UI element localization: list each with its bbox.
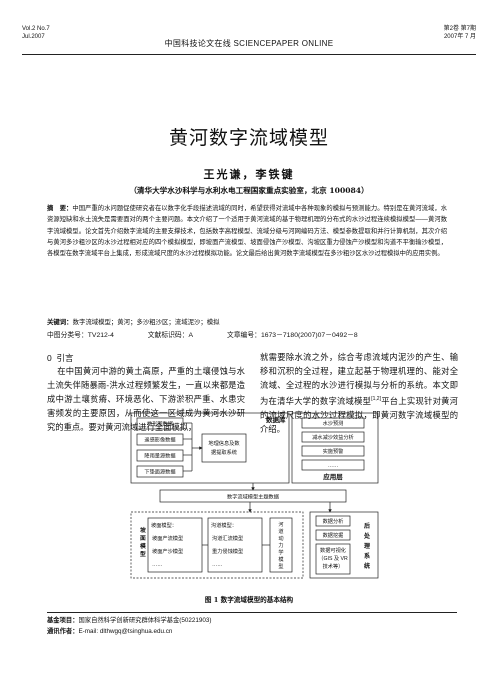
parallel-3: 动	[278, 535, 283, 542]
post-box-3	[315, 543, 351, 575]
app-label-4: ……	[328, 463, 338, 469]
post-v-2: 处	[363, 532, 371, 540]
authors: 王光谦，李铁键	[203, 168, 295, 181]
app-label-3: 实施预警	[323, 447, 344, 455]
database-title: 数据库	[266, 415, 286, 424]
gully-item-3: ……	[212, 562, 222, 568]
keywords-text: 数字流域模型；黄河；多沙粗沙区；流域泥沙；模拟	[72, 319, 220, 326]
post-label-2: 数据挖掘	[323, 531, 344, 539]
parallel-2: 道	[278, 527, 283, 535]
gis-label-2: 据提取系统	[211, 448, 237, 456]
keywords: 关键词：数字流域模型；黄河；多沙粗沙区；流域泥沙；模拟	[47, 317, 447, 326]
clc-number: 中图分类号：TV212-4	[47, 332, 114, 339]
slope-item-3: ……	[152, 562, 162, 568]
abstract-text: 中国严重的水问题促使研究者在以数字化手段描述流域的同时，希望获得对流域中各种现象…	[47, 205, 448, 258]
input-box-2	[136, 433, 184, 446]
input-label-1: 地形图数据	[147, 420, 173, 428]
document-code: 文献标识码：A	[147, 332, 194, 339]
contact-email: E-mail: dlthwgq@tsinghua.edu.cn	[78, 628, 173, 635]
section-number: 0	[47, 353, 52, 363]
slope-v-2: 面	[140, 534, 146, 542]
input-box-4	[136, 465, 184, 478]
theme-db-label: 数字流域模型主题数据	[227, 493, 279, 501]
abstract-label: 摘 要：	[47, 205, 73, 212]
gis-box	[201, 433, 247, 463]
slope-title: 坡面模型：	[151, 521, 177, 529]
parallel-5: 学	[278, 548, 283, 556]
structure-diagram: 地形图数据 遥感影像数据 降雨量源数据 下垫面源数据 地理信息及数 据提取系统 …	[130, 412, 379, 579]
funding-text: 国家自然科学创新研究群体科学基金(50221903)	[78, 617, 212, 624]
section-title: 引言	[56, 353, 74, 363]
volume-cn: 第2卷 第7期	[443, 26, 476, 32]
parallel-4: 力	[278, 541, 283, 549]
paper-title: 黄河数字流域模型	[168, 127, 329, 149]
date-en: Jul.2007	[22, 33, 45, 40]
article-number: 文章编号：1673－7180(2007)07－0492－8	[226, 332, 358, 339]
slope-item-1: 坡面产流模型	[152, 534, 183, 542]
app-panel	[291, 412, 379, 484]
app-box-1	[301, 417, 365, 429]
database-panel	[130, 412, 290, 484]
gully-item-1: 沟道汇流模型	[212, 534, 243, 542]
app-label-2: 减水减沙效益分析	[312, 433, 354, 441]
app-box-3	[301, 445, 365, 457]
input-label-3: 降雨量源数据	[144, 452, 175, 460]
classification-line: 中图分类号：TV212-4 文献标识码：A 文章编号：1673－7180(200…	[47, 329, 457, 339]
keywords-label: 关键词：	[47, 319, 73, 326]
post-v-3: 理	[364, 542, 370, 550]
figure-1: 地形图数据 遥感影像数据 降雨量源数据 下垫面源数据 地理信息及数 据提取系统 …	[130, 412, 380, 580]
model-panel	[130, 511, 304, 579]
input-label-4: 下垫面源数据	[144, 468, 175, 476]
parallel-1: 河	[278, 520, 283, 528]
post-box-1	[315, 515, 351, 527]
post-label-3: 数据可视化	[320, 546, 346, 554]
funding-label: 基金项目：	[47, 617, 79, 624]
app-box-2	[301, 431, 365, 443]
body-right-text-pre: 就需要除水流之外，综合考虑流域内泥沙的产生、输移和沉积的全过程，建立起基于物理机…	[260, 352, 458, 406]
post-label-4: （GIS 及 VR	[318, 555, 348, 562]
input-box-3	[136, 449, 184, 462]
header-right: 第2卷 第7期 2007年 7 月	[444, 26, 476, 41]
post-v-4: 系	[364, 552, 370, 560]
footnote: 基金项目：国家自然科学创新研究群体科学基金(50221903) 通讯作者：E-m…	[47, 612, 457, 637]
slope-v-3: 模	[140, 542, 146, 550]
body-right-column: 就需要除水流之外，综合考虑流域内泥沙的产生、输移和沉积的全过程，建立起基于物理机…	[260, 350, 458, 436]
volume-en: Vol.2 No.7	[22, 26, 50, 32]
contact-label: 通讯作者：	[47, 628, 79, 635]
date-cn: 2007年 7 月	[443, 33, 476, 40]
gully-title: 沟道模型：	[211, 521, 237, 529]
post-v-1: 后	[364, 522, 370, 530]
gis-label-1: 地理信息及数	[208, 439, 240, 447]
post-box-2	[315, 529, 351, 541]
post-v-5: 统	[364, 562, 370, 570]
gully-item-2: 重力侵蚀模型	[212, 547, 243, 555]
parallel-7: 型	[278, 562, 283, 570]
slope-item-2: 坡面产沙模型	[152, 547, 183, 555]
app-title: 应用层	[323, 472, 343, 481]
abstract: 摘 要：中国严重的水问题促使研究者在以数字化手段描述流域的同时，希望获得对流域中…	[47, 203, 447, 259]
post-label-1: 数据分析	[323, 517, 344, 525]
app-label-1: 水沙预测	[323, 419, 344, 427]
citation-ref: [1,2]	[371, 396, 381, 402]
affiliation: （清华大学水沙科学与水利水电工程国家重点实验室，北京 100084）	[129, 186, 369, 195]
app-box-4	[301, 459, 365, 471]
running-header: Vol.2 No.7 Jul.2007 中国科技论文在线 SCIENCEPAPE…	[22, 26, 476, 55]
journal-name: 中国科技论文在线 SCIENCEPAPER ONLINE	[164, 39, 334, 48]
section-heading: 0 引言	[47, 352, 73, 364]
parallel-6: 模	[278, 555, 283, 563]
slope-v-4: 型	[140, 550, 146, 558]
input-box-1	[136, 417, 184, 430]
post-panel	[309, 511, 379, 579]
contact-line: 通讯作者：E-mail: dlthwgq@tsinghua.edu.cn	[47, 626, 457, 637]
slope-v-1: 坡	[140, 526, 146, 534]
body-right-text-post: 平台上实现针对黄河的流域尺度的水沙过程模拟，即黄河数字流域模型的介绍。	[260, 395, 458, 434]
funding-line: 基金项目：国家自然科学创新研究群体科学基金(50221903)	[47, 615, 457, 626]
post-label-5: 技术等）	[323, 562, 344, 570]
header-left: Vol.2 No.7 Jul.2007	[22, 26, 50, 41]
input-label-2: 遥感影像数据	[144, 436, 175, 444]
figure-caption: 图 1 数字流域模型的基本结构	[204, 596, 294, 604]
